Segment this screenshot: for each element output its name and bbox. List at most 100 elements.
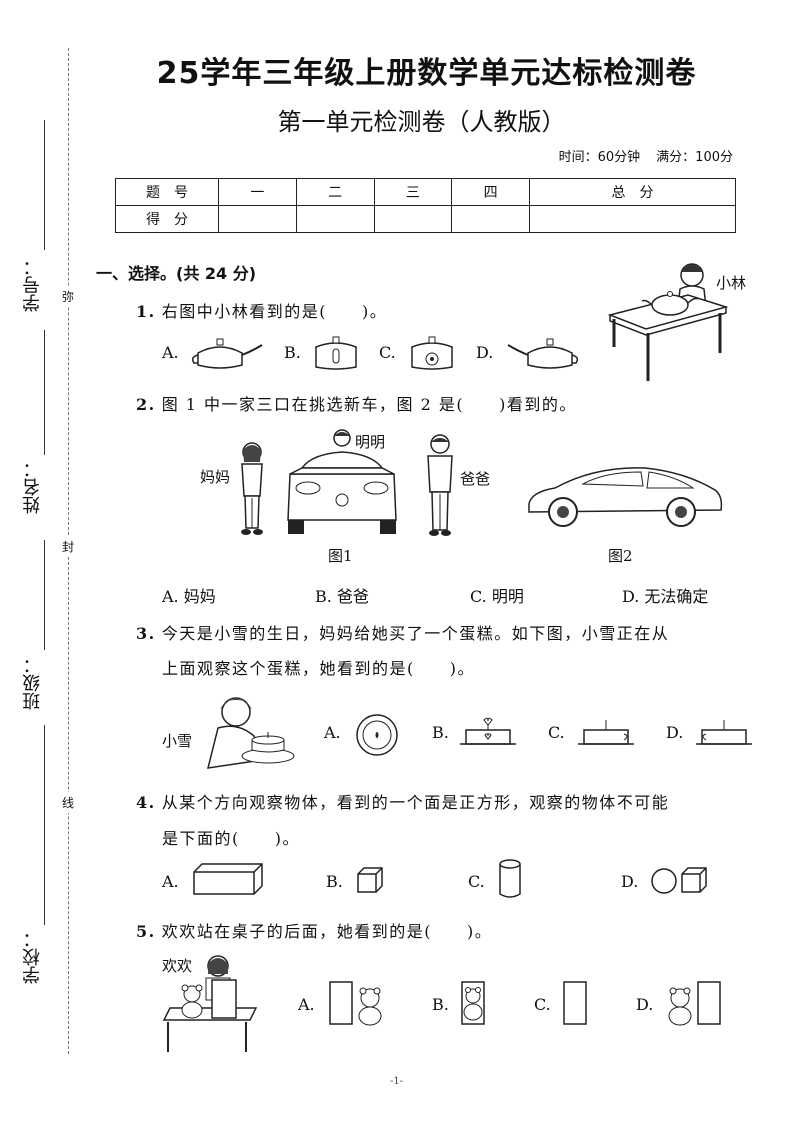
q1-option-a[interactable]: A. xyxy=(162,343,179,362)
q4-option-b[interactable]: B. xyxy=(326,872,343,891)
seal-char-xian: 线 xyxy=(62,792,75,813)
class-line[interactable] xyxy=(44,540,45,650)
q3-option-a[interactable]: A. xyxy=(324,723,341,742)
q2-option-a[interactable]: A. 妈妈 xyxy=(162,587,216,606)
score-input-cell[interactable] xyxy=(373,205,453,233)
score-input-cell[interactable] xyxy=(295,205,375,233)
q2-option-c[interactable]: C. 明明 xyxy=(470,587,524,606)
question-text: 图 1 中一家三口在挑选新车，图 2 是( )看到的。 xyxy=(161,395,577,414)
question-text: 从某个方向观察物体，看到的一个面是正方形，观察的物体不可能 xyxy=(161,793,670,812)
score-table-cell: 四 xyxy=(451,178,531,206)
dad-figure-illustration xyxy=(427,434,453,536)
label-dad: 爸爸 xyxy=(460,470,491,488)
q2-option-d[interactable]: D. 无法确定 xyxy=(622,587,709,606)
figure-label-huanhuan: 欢欢 xyxy=(162,957,193,975)
score-table-cell: 得 分 xyxy=(115,205,219,233)
full-score: 满分：100分 xyxy=(656,150,733,165)
school-label: 学校： xyxy=(22,930,43,984)
q3-option-b[interactable]: B. xyxy=(432,723,449,742)
sphere-and-cube-icon xyxy=(651,867,707,894)
page-subtitle: 第一单元检测卷（人教版） xyxy=(277,108,566,136)
section-heading: 一、选择。(共 24 分) xyxy=(96,264,257,283)
seal-char-mi: 弥 xyxy=(62,286,75,307)
question-number: 2. xyxy=(136,395,156,414)
question-text: 右图中小林看到的是( )。 xyxy=(161,302,388,321)
question-number: 4. xyxy=(136,793,156,812)
score-input-cell[interactable] xyxy=(218,205,297,233)
q4-option-a[interactable]: A. xyxy=(162,872,179,891)
school-line[interactable] xyxy=(44,725,45,925)
mom-figure-illustration xyxy=(241,442,263,535)
page-title: 25学年三年级上册数学单元达标检测卷 xyxy=(156,56,697,91)
score-table-cell: 一 xyxy=(218,178,297,206)
name-line[interactable] xyxy=(44,330,45,455)
figure-2-caption: 图2 xyxy=(608,547,633,565)
seal-char-feng: 封 xyxy=(62,536,75,557)
q1-option-c[interactable]: C. xyxy=(379,343,396,362)
question-number: 5. xyxy=(136,922,156,941)
question-5: 5. 欢欢站在桌子的后面，她看到的是( )。 xyxy=(136,918,492,942)
student-id-line[interactable] xyxy=(44,120,45,250)
q2-option-b[interactable]: B. 爸爸 xyxy=(315,587,369,606)
question-3-line-1: 3. 今天是小雪的生日，妈妈给她买了一个蛋糕。如下图，小雪正在从 xyxy=(136,620,669,644)
teapot-mirrored-view-icon xyxy=(507,338,579,369)
cake-front-heart-icon xyxy=(460,717,516,745)
exam-meta: 时间：60分钟满分：100分 xyxy=(543,146,733,165)
question-4-line-1: 4. 从某个方向观察物体，看到的一个面是正方形，观察的物体不可能 xyxy=(136,789,669,813)
teapot-front-view-icon xyxy=(315,336,357,370)
cylinder-icon xyxy=(499,859,521,898)
score-table-cell: 总 分 xyxy=(529,178,736,206)
cuboid-icon xyxy=(193,863,263,895)
score-table-score-row: 得 分 xyxy=(115,205,736,233)
q1-option-b[interactable]: B. xyxy=(284,343,301,362)
q4-option-d[interactable]: D. xyxy=(621,872,639,891)
label-mingming: 明明 xyxy=(355,433,386,451)
label-mom: 妈妈 xyxy=(200,468,231,486)
q1-option-d[interactable]: D. xyxy=(476,343,494,362)
question-text: 欢欢站在桌子的后面，她看到的是( )。 xyxy=(161,922,493,941)
question-4-line-2: 是下面的( )。 xyxy=(162,829,300,848)
question-number: 1. xyxy=(136,302,156,321)
q5-option-c[interactable]: C. xyxy=(534,995,551,1014)
name-label: 姓名： xyxy=(22,460,43,514)
bear-left-box-right-icon xyxy=(668,981,721,1026)
student-id-label: 学号： xyxy=(22,258,43,312)
question-2: 2. 图 1 中一家三口在挑选新车，图 2 是( )看到的。 xyxy=(136,391,577,415)
figure-1-caption: 图1 xyxy=(328,547,353,565)
question-1: 1. 右图中小林看到的是( )。 xyxy=(136,298,387,322)
score-table-cell: 二 xyxy=(295,178,375,206)
question-text: 今天是小雪的生日，妈妈给她买了一个蛋糕。如下图，小雪正在从 xyxy=(161,624,670,643)
score-table-cell: 三 xyxy=(373,178,453,206)
girl-behind-table-illustration xyxy=(162,955,258,1052)
figure-label-xiaoxue: 小雪 xyxy=(162,732,193,750)
teapot-spout-view-icon xyxy=(411,336,453,370)
cake-side-right-icon xyxy=(578,720,634,745)
cake-top-view-icon xyxy=(356,714,398,756)
boy-at-table-illustration xyxy=(607,263,729,381)
score-table: 题 号 一 二 三 四 总 分 得 分 xyxy=(115,178,736,233)
question-number: 3. xyxy=(136,624,156,643)
figure-label-xiaolin: 小林 xyxy=(716,274,747,292)
class-label: 班级： xyxy=(22,656,43,710)
q5-option-b[interactable]: B. xyxy=(432,995,449,1014)
score-input-cell[interactable] xyxy=(451,205,531,233)
score-input-cell[interactable] xyxy=(529,205,736,233)
q5-option-d[interactable]: D. xyxy=(636,995,654,1014)
q4-option-c[interactable]: C. xyxy=(468,872,485,891)
q5-option-a[interactable]: A. xyxy=(298,995,315,1014)
score-table-cell: 题 号 xyxy=(115,178,219,206)
girl-with-cake-illustration xyxy=(207,697,295,769)
bear-in-front-of-box-icon xyxy=(461,981,485,1025)
teapot-side-view-icon xyxy=(191,338,263,369)
question-3-line-2: 上面观察这个蛋糕，她看到的是( )。 xyxy=(162,659,475,678)
box-only-icon xyxy=(563,981,587,1025)
time-limit: 时间：60分钟 xyxy=(558,150,641,165)
page-number: -1- xyxy=(389,1076,404,1087)
q3-option-c[interactable]: C. xyxy=(548,723,565,742)
q3-option-d[interactable]: D. xyxy=(666,723,684,742)
car-front-view-illustration xyxy=(287,429,397,534)
box-left-bear-right-icon xyxy=(329,981,382,1026)
cake-side-left-icon xyxy=(696,720,752,745)
car-side-view-illustration xyxy=(528,467,723,527)
cube-icon xyxy=(357,867,383,893)
